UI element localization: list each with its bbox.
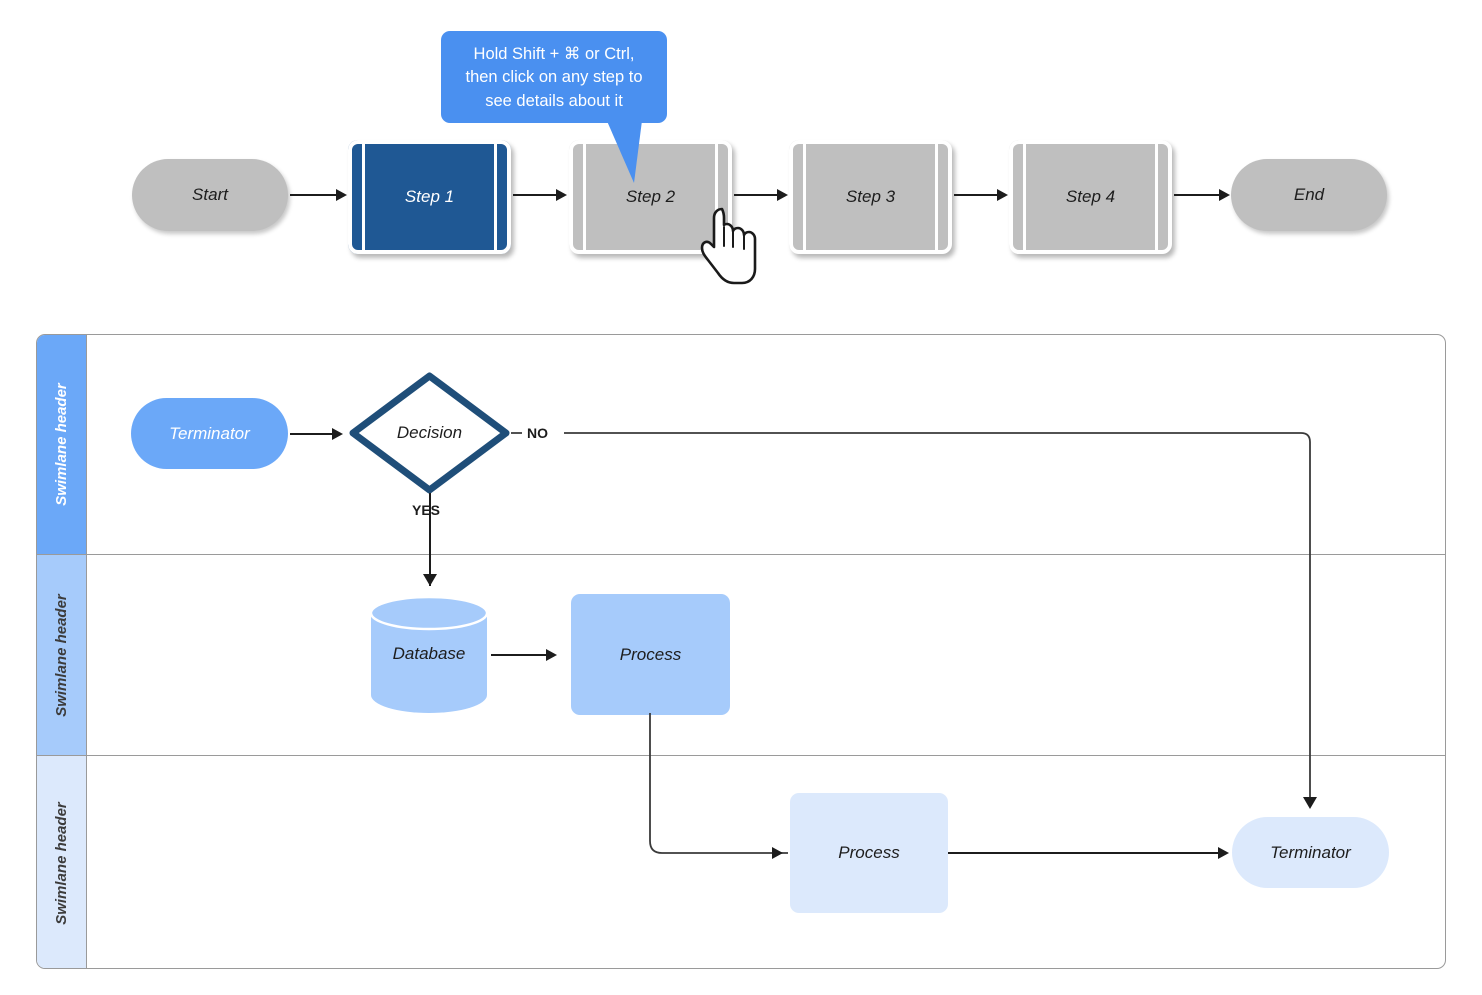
decision-node-label: Decision [396,423,463,442]
end-node[interactable]: End [1231,159,1387,231]
step-4-frame [1009,140,1172,254]
decision-diamond-icon [349,372,510,494]
step-1-label: Step 1 [404,187,455,206]
shortcut-tooltip: Hold Shift + ⌘ or Ctrl, then click on an… [441,31,667,123]
step-2-label: Step 2 [625,187,676,206]
terminator-node-end[interactable]: Terminator [1232,817,1389,888]
connector-start-step1 [290,194,338,196]
tooltip-line-3: see details about it [485,91,623,110]
arrowhead-database-process [546,649,557,661]
start-node-label: Start [192,185,228,204]
arrowhead-step1-step2 [556,189,567,201]
connector-decision-yes [429,493,431,586]
arrowhead-yes-database [423,574,437,586]
swimlane-2-header-label: Swimlane header [53,593,70,717]
end-node-label: End [1293,185,1325,204]
arrowhead-step4-end [1219,189,1230,201]
step-1-bar-right [494,144,497,250]
process-node-middle-label: Process [619,644,682,664]
step-3-bar-right [935,144,938,250]
swimlane-1-header[interactable]: Swimlane header [37,335,87,554]
arrowhead-process-process [772,847,783,859]
step-1-bar-left [362,144,365,250]
swimlane-1-header-label: Swimlane header [53,383,70,506]
edge-label-no: NO [527,425,548,441]
terminator-node-end-label: Terminator [1270,842,1351,862]
terminator-node-start[interactable]: Terminator [131,398,288,469]
arrowhead-step2-step3 [777,189,788,201]
process-node-bottom-label: Process [838,843,900,862]
connector-process-process [649,713,788,854]
database-node[interactable]: Database [369,595,489,713]
step-2-bar-left [583,144,586,250]
arrowhead-process-terminator [1218,847,1229,859]
database-cylinder-icon [369,595,489,713]
step-4-label: Step 4 [1065,187,1116,206]
connector-step2-step3 [734,194,780,196]
step-1-node[interactable]: Step 1 [348,140,511,254]
terminator-node-start-label: Terminator [169,423,250,443]
swimlane-3: Swimlane header [37,755,1445,968]
edge-label-yes: YES [412,502,441,518]
pointing-hand-cursor-icon [700,207,757,285]
connector-step3-step4 [954,194,1000,196]
swimlane-2-header[interactable]: Swimlane header [37,555,87,755]
arrowhead-start-step1 [336,189,347,201]
database-node-label: Database [392,644,466,663]
tooltip-line-1: Hold Shift + ⌘ or Ctrl, [473,45,635,63]
connector-step1-step2 [513,194,559,196]
step-3-frame [789,140,952,254]
tooltip-line-2: then click on any step to [465,68,643,87]
swimlane-container: Swimlane header Swimlane header Swimlane… [36,334,1446,969]
connector-database-process [491,654,548,656]
swimlane-1: Swimlane header [37,335,1445,554]
arrowhead-step3-step4 [997,189,1008,201]
step-4-node[interactable]: Step 4 [1009,140,1172,254]
step-1-frame [348,140,511,254]
start-node[interactable]: Start [132,159,288,231]
step-2-node[interactable]: Step 2 [569,140,732,254]
step-3-label: Step 3 [845,187,896,206]
arrowhead-no-terminator [1303,797,1317,809]
swimlane-3-header[interactable]: Swimlane header [37,756,87,968]
connector-terminator-decision [290,433,334,435]
swimlane-2: Swimlane header [37,554,1445,755]
connector-decision-no [511,432,1311,797]
decision-node[interactable]: Decision [348,371,511,495]
step-4-bar-left [1023,144,1026,250]
connector-process-terminator [948,852,1221,854]
step-3-bar-left [803,144,806,250]
swimlane-3-header-label: Swimlane header [53,801,70,925]
step-3-node[interactable]: Step 3 [789,140,952,254]
tooltip-tail-icon [600,105,644,183]
step-4-bar-right [1155,144,1158,250]
process-node-middle[interactable]: Process [571,594,730,715]
process-node-bottom[interactable]: Process [790,793,948,913]
step-2-frame [569,140,732,254]
step-2-bar-right [715,144,718,250]
arrowhead-terminator-decision [332,428,343,440]
connector-step4-end [1174,194,1222,196]
